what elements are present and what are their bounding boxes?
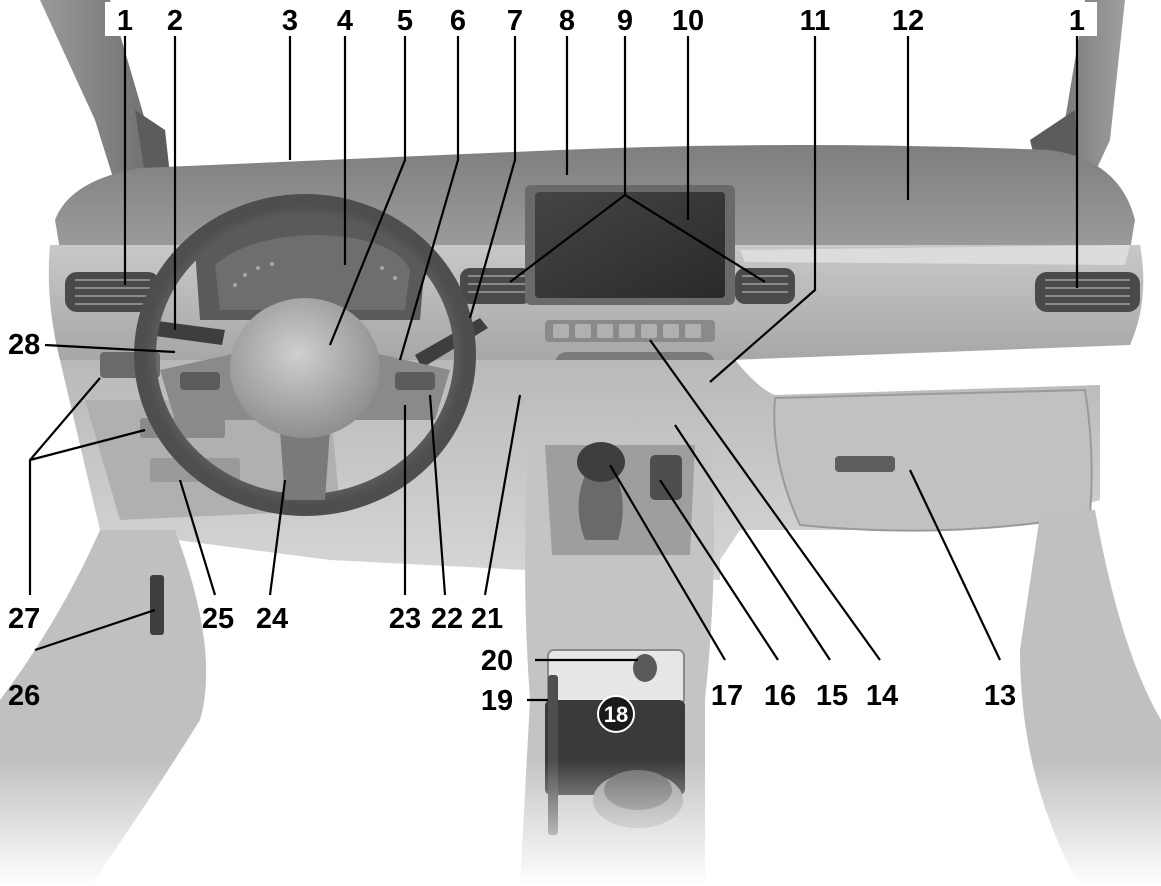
callout-6: 6 xyxy=(450,5,466,37)
screen-button-strip xyxy=(545,320,715,342)
switch-panel xyxy=(650,455,682,500)
callout-11: 11 xyxy=(800,5,831,37)
callout-21: 21 xyxy=(471,603,503,635)
callout-9: 9 xyxy=(617,5,633,37)
callout-26: 26 xyxy=(8,680,40,712)
callout-7: 7 xyxy=(507,5,523,37)
instrument-cluster xyxy=(195,214,425,320)
left-callouts: 28 27 xyxy=(8,329,40,635)
floor-fade xyxy=(0,760,1161,886)
callout-10: 10 xyxy=(672,5,704,37)
steering-wheel xyxy=(134,194,476,516)
callout-8: 8 xyxy=(559,5,575,37)
multimedia-screen xyxy=(525,185,735,305)
glovebox xyxy=(773,388,1093,532)
a-pillar-left xyxy=(40,0,170,200)
air-vent-right xyxy=(1035,272,1140,312)
callout-16: 16 xyxy=(764,680,796,712)
callout-27: 27 xyxy=(8,603,40,635)
air-vent-center-right xyxy=(735,268,795,304)
gear-lever xyxy=(577,442,625,540)
callout-5: 5 xyxy=(397,5,413,37)
callout-14: 14 xyxy=(866,680,898,712)
callout-13: 13 xyxy=(984,680,1016,712)
callout-24: 24 xyxy=(256,603,288,635)
top-callouts: 1 2 3 4 5 6 7 8 9 10 11 12 1 xyxy=(105,2,1097,37)
callout-23: 23 xyxy=(389,603,421,635)
callout-15: 15 xyxy=(816,680,848,712)
callout-18: 18 xyxy=(604,702,628,727)
callout-17: 17 xyxy=(711,680,743,712)
callout-1-right: 1 xyxy=(1069,5,1085,37)
air-vent-center-left xyxy=(460,268,532,304)
callout-2: 2 xyxy=(167,5,183,37)
callout-28: 28 xyxy=(8,329,40,361)
leader-lines xyxy=(28,35,1079,702)
callout-1-left: 1 xyxy=(117,5,133,37)
air-vent-left xyxy=(65,272,160,312)
bottom-callouts: 26 25 24 23 22 21 20 19 18 17 16 15 14 1… xyxy=(8,603,1016,733)
callout-19: 19 xyxy=(481,685,513,717)
callout-25: 25 xyxy=(202,603,234,635)
callout-4: 4 xyxy=(337,5,353,37)
callout-22: 22 xyxy=(431,603,463,635)
callout-20: 20 xyxy=(481,645,513,677)
callout-12: 12 xyxy=(892,5,924,37)
callout-3: 3 xyxy=(282,5,298,37)
callout-18-badge: 18 xyxy=(597,695,635,733)
